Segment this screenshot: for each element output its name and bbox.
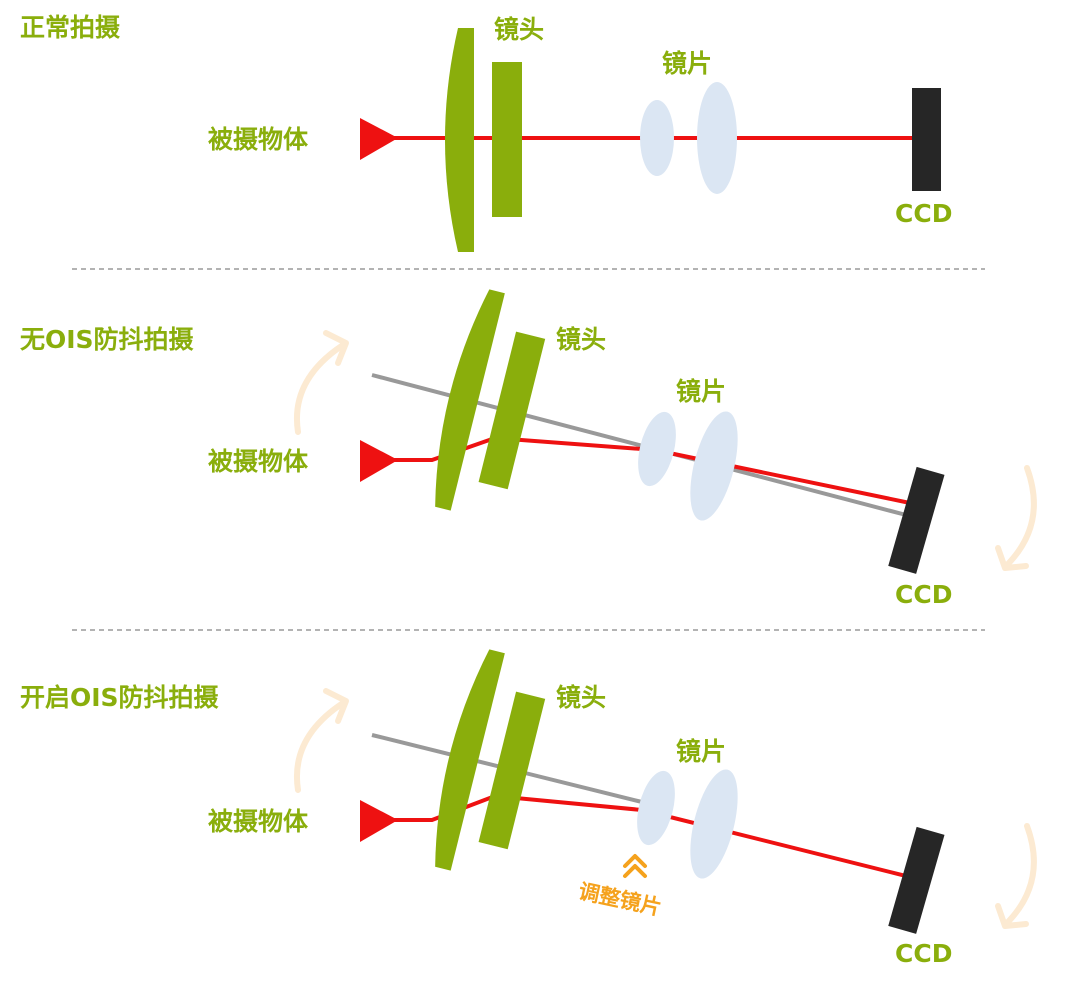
object-label: 被摄物体 (208, 447, 309, 476)
shake-arrow-up-icon (294, 330, 349, 435)
shake-arrow-down-icon (995, 465, 1037, 571)
shake-arrow-up-icon (294, 688, 349, 793)
lens-label: 镜头 (556, 325, 606, 354)
lens-element-large (697, 82, 737, 194)
lens-plate (492, 62, 522, 217)
lens-label: 镜头 (556, 683, 606, 712)
object-label: 被摄物体 (208, 807, 309, 836)
panel-title: 开启OIS防抖拍摄 (20, 683, 220, 712)
front-lens (435, 649, 505, 871)
lens-element-small (638, 411, 676, 487)
object-label: 被摄物体 (208, 125, 309, 154)
lens-element-small (637, 770, 675, 846)
double-chevron-up-icon (623, 854, 647, 878)
panel-normal: 正常拍摄 被摄物体 镜头 镜片 CCD (20, 13, 952, 252)
panel-ois-on: 开启OIS防抖拍摄 被摄物体 镜头 镜片 (20, 649, 1037, 968)
lens-plate (478, 331, 546, 490)
lens-element-large (690, 411, 738, 521)
element-label: 镜片 (662, 49, 712, 78)
ccd-sensor (888, 826, 945, 934)
shake-arrow-down-icon (995, 823, 1037, 929)
ccd-label: CCD (895, 939, 952, 968)
element-label: 镜片 (676, 377, 726, 406)
lens-element-small (640, 100, 674, 176)
ccd-sensor (888, 466, 945, 574)
object-triangle-icon (360, 440, 398, 482)
object-triangle-icon (360, 800, 398, 842)
panel-no-ois: 无OIS防抖拍摄 被摄物体 镜头 镜片 (20, 289, 1037, 609)
ccd-sensor (912, 88, 941, 191)
lens-plate (478, 691, 546, 850)
panel-title: 正常拍摄 (20, 13, 121, 42)
ccd-label: CCD (895, 580, 952, 609)
adjust-label: 调整镜片 (576, 879, 663, 920)
ccd-label: CCD (895, 199, 952, 228)
panel-title: 无OIS防抖拍摄 (20, 325, 195, 354)
lens-label: 镜头 (494, 15, 544, 44)
front-lens (435, 289, 505, 511)
element-label: 镜片 (676, 737, 726, 766)
object-triangle-icon (360, 118, 398, 160)
front-lens (445, 28, 474, 252)
lens-element-large (690, 769, 738, 879)
